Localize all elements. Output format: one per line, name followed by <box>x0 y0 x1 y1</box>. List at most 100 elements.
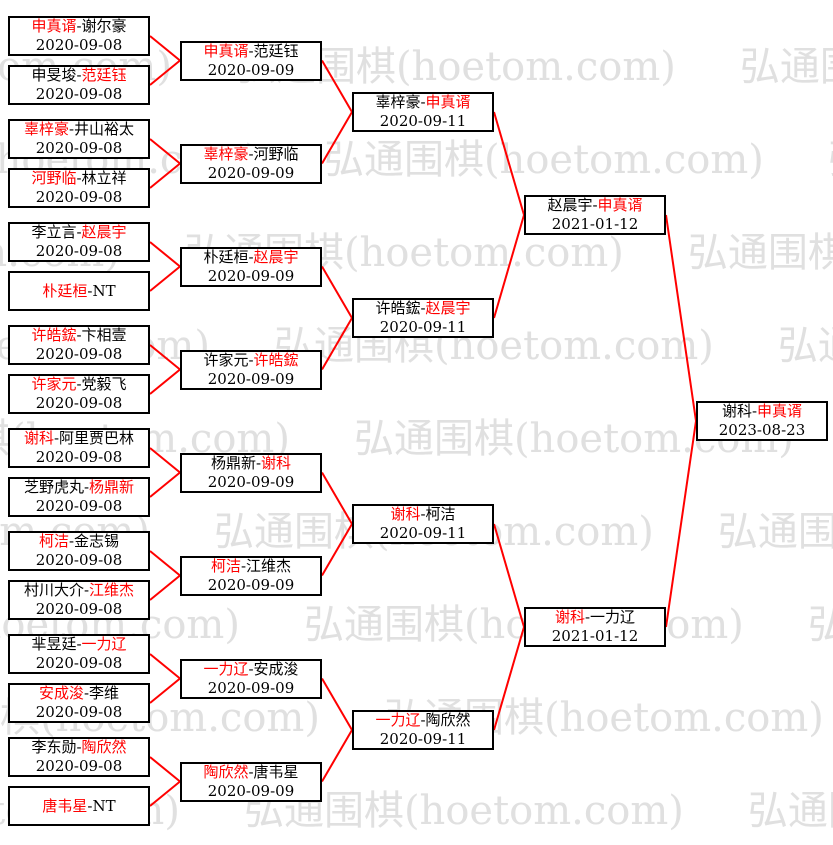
player-name: 李东勋 <box>31 738 77 756</box>
connector-line <box>149 447 181 474</box>
player-name: 一力辽 <box>590 608 636 626</box>
separator: - <box>83 581 90 599</box>
connector-line <box>149 471 181 498</box>
match-date: 2020-09-09 <box>207 266 295 285</box>
match-players: 芈昱廷-一力辽 <box>31 635 126 654</box>
connector-line <box>149 780 181 807</box>
separator: - <box>68 532 75 550</box>
match-players: 唐韦星-NT <box>42 797 115 816</box>
separator: - <box>751 402 758 420</box>
player-name: 柯洁 <box>38 532 69 550</box>
separator: - <box>420 299 426 317</box>
player-name: 卞相壹 <box>81 326 127 344</box>
match-date: 2020-09-09 <box>207 472 295 491</box>
separator: - <box>420 93 426 111</box>
match-players: 辜梓豪-井山裕太 <box>24 120 134 139</box>
player-name: 辜梓豪 <box>375 93 421 111</box>
player-name: 谢科 <box>390 505 421 523</box>
player-name: 朴廷桓 <box>203 247 249 266</box>
player-name: 申旻埈 <box>31 66 77 84</box>
separator: - <box>248 350 254 369</box>
connector-line <box>149 550 181 577</box>
player-name: 芝野虎丸 <box>23 478 84 496</box>
watermark-text: 弘通围棋(hoetom.com) <box>323 137 764 183</box>
separator: - <box>76 169 82 187</box>
connector-line <box>665 420 697 628</box>
match-date: 2020-09-11 <box>379 318 467 336</box>
separator: - <box>83 478 90 496</box>
player-name: 赵晨宇 <box>425 299 471 317</box>
match-date: 2020-09-09 <box>207 369 295 388</box>
connector-line <box>149 241 181 268</box>
connector-line <box>149 368 181 395</box>
player-name: 阿里贾巴林 <box>59 429 135 447</box>
player-name: 朴廷桓 <box>42 281 88 300</box>
separator: - <box>248 659 254 678</box>
match-date: 2020-09-08 <box>35 394 123 412</box>
connector-line <box>493 626 525 731</box>
connector-line <box>493 214 525 319</box>
match-round-1-6[interactable]: 朴廷桓-NT <box>8 271 150 311</box>
match-players: 许皓鋐-赵晨宇 <box>375 299 470 318</box>
match-players: 许家元-党毅飞 <box>31 375 126 394</box>
match-date: 2020-09-08 <box>35 36 123 54</box>
match-date: 2020-09-08 <box>35 600 123 618</box>
match-date: 2021-01-12 <box>551 627 639 645</box>
player-name: 赵晨宇 <box>547 196 593 214</box>
connector-line <box>321 59 353 113</box>
connector-line <box>321 317 353 371</box>
player-name: 安成浚 <box>38 684 84 702</box>
player-name: 陶欣然 <box>425 711 471 729</box>
separator: - <box>248 762 254 781</box>
player-name: 申真谞 <box>31 17 77 35</box>
separator: - <box>87 796 93 815</box>
connector-line <box>149 344 181 371</box>
player-name: 村川大介 <box>23 581 84 599</box>
player-name: 许家元 <box>203 350 249 369</box>
player-name: 陶欣然 <box>81 738 127 756</box>
match-players: 申真谞-范廷钰 <box>203 42 298 61</box>
player-name: NT <box>92 281 116 300</box>
match-round-1-16[interactable]: 唐韦星-NT <box>8 786 150 826</box>
separator: - <box>584 608 591 626</box>
connector-line <box>321 729 353 783</box>
player-name: 李立言 <box>31 223 77 241</box>
match-date: 2020-09-08 <box>35 85 123 103</box>
match-players: 赵晨宇-申真谞 <box>547 196 642 215</box>
match-players: 安成浚-李维 <box>39 684 119 703</box>
connector-line <box>149 138 181 165</box>
connector-line <box>149 265 181 292</box>
connector-line <box>321 523 353 577</box>
separator: - <box>87 281 93 300</box>
match-date: 2020-09-08 <box>35 551 123 569</box>
